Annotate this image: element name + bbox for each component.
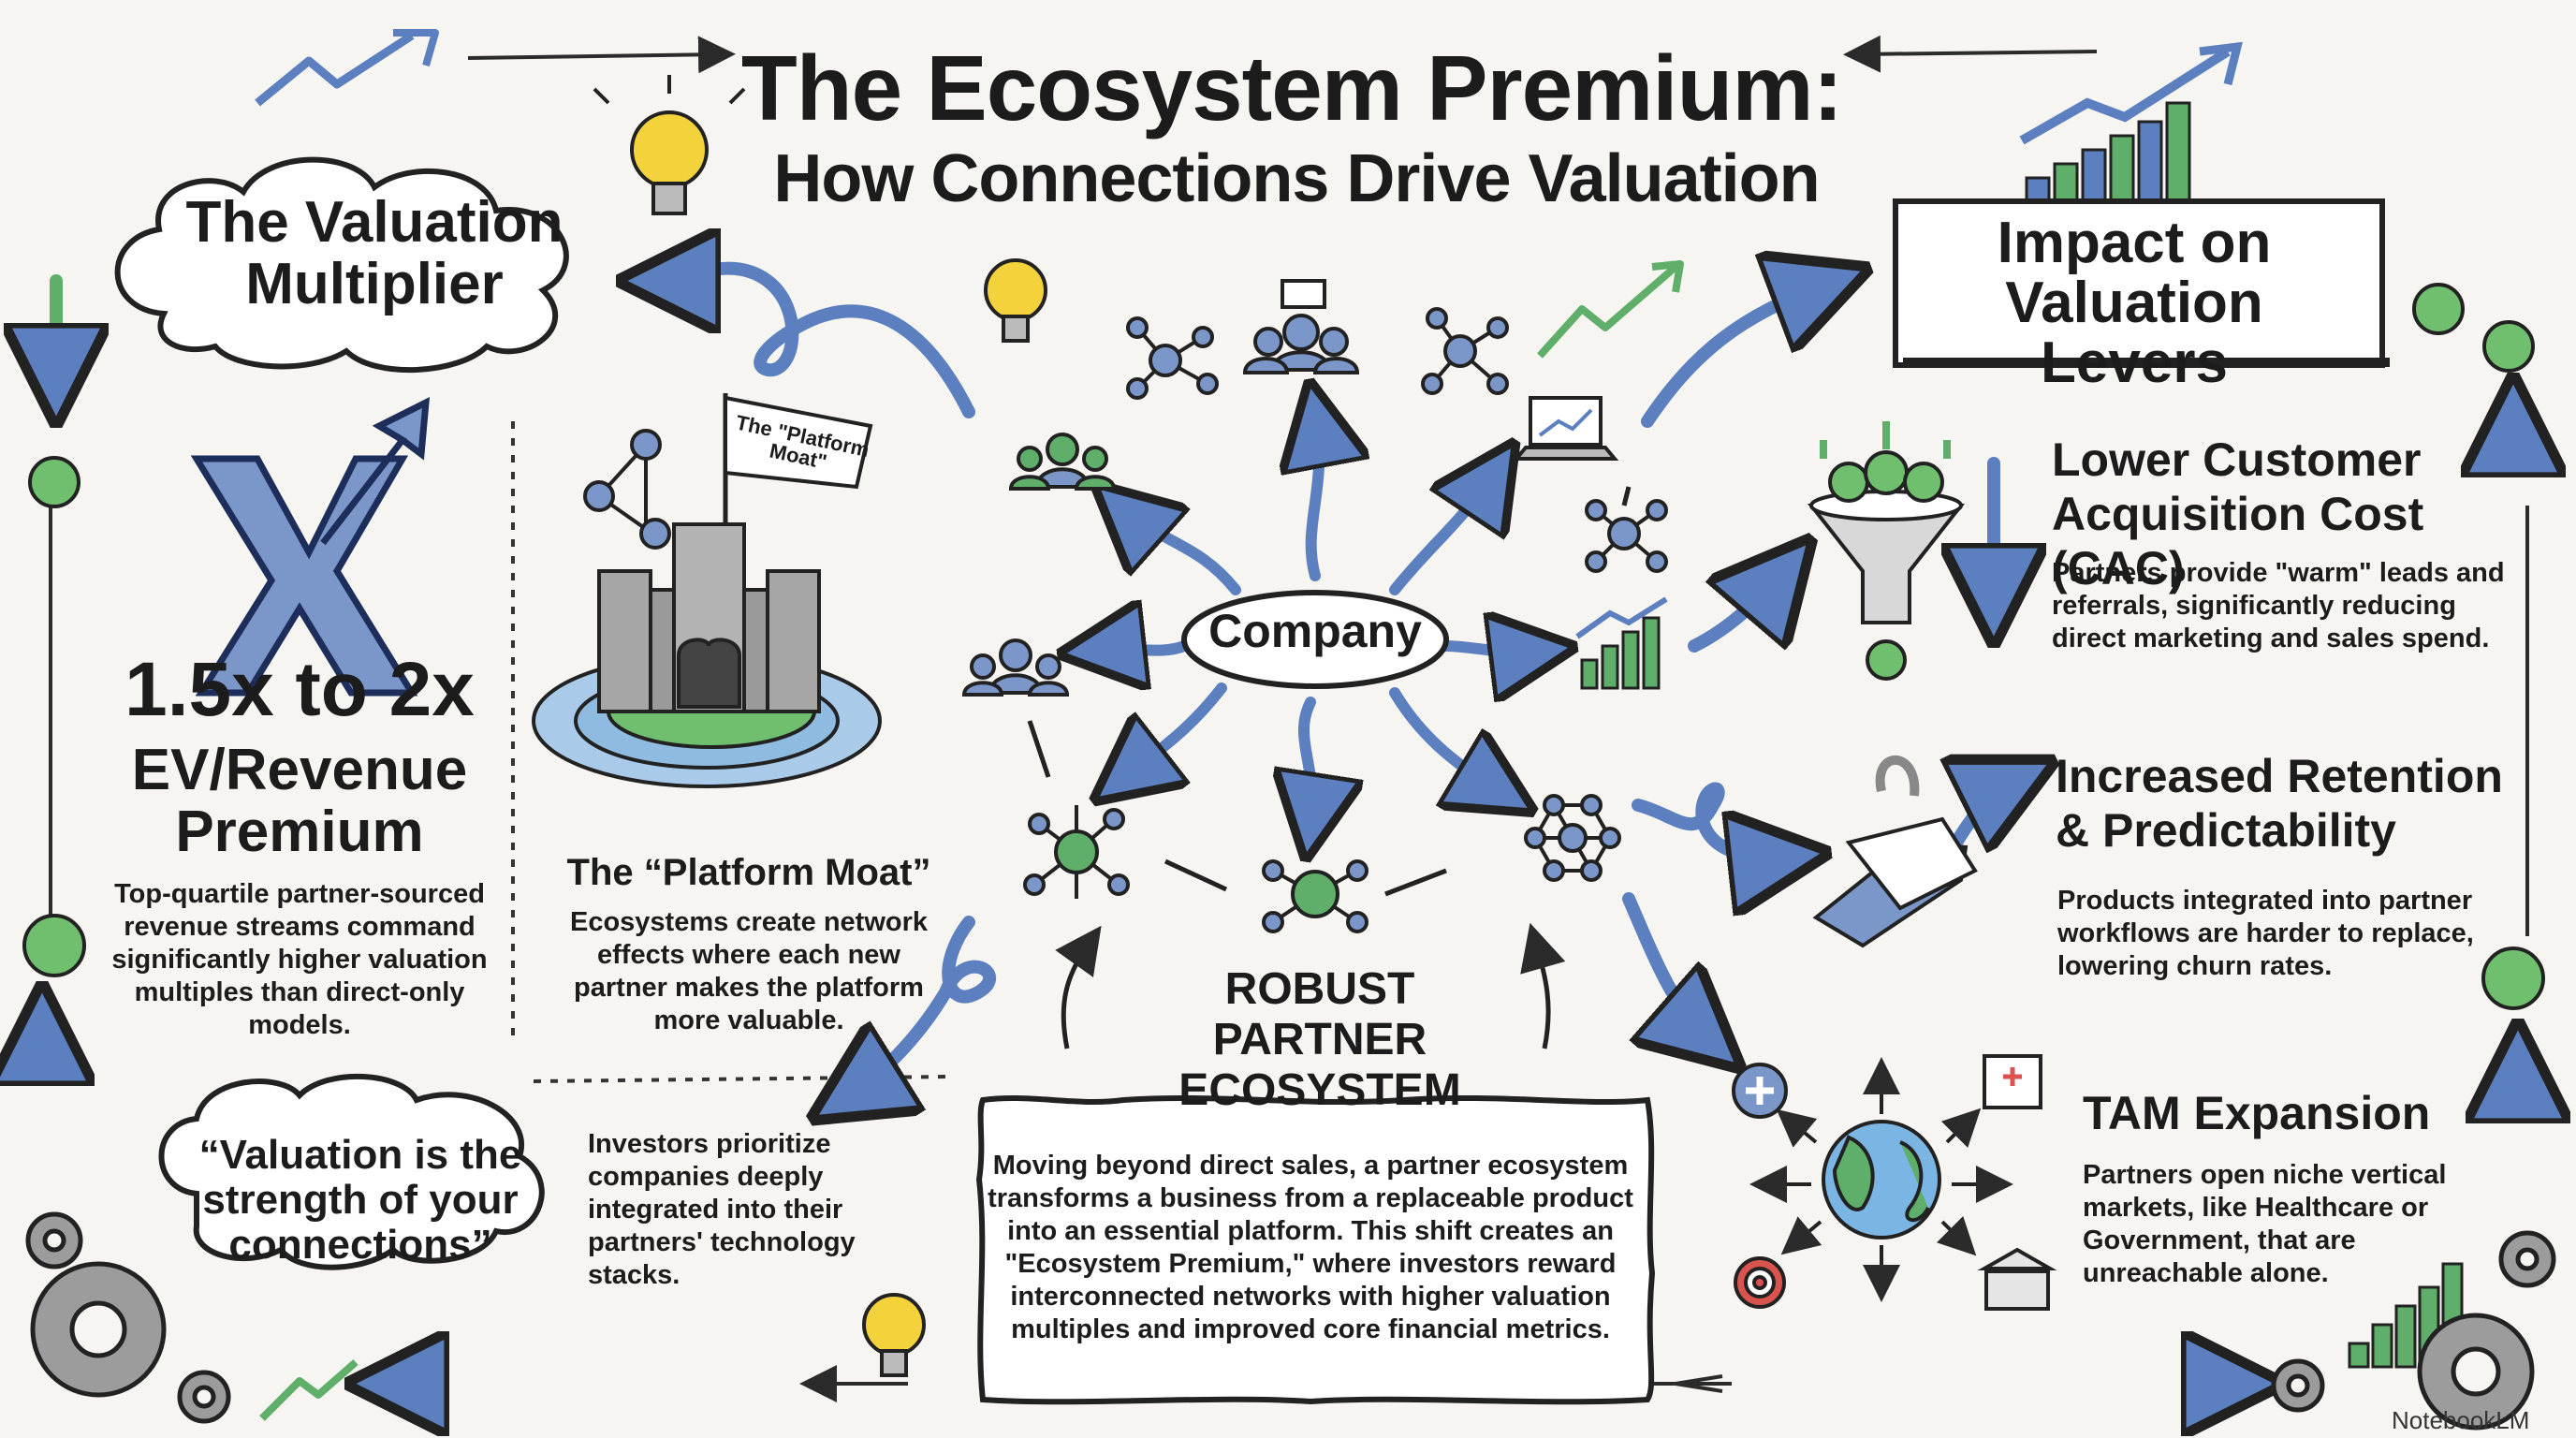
target-icon — [1734, 1256, 1786, 1309]
summary-text: Moving beyond direct sales, a partner ec… — [988, 1151, 1633, 1344]
lever-description-retention: Products integrated into partner workflo… — [2057, 886, 2474, 981]
lever-description-tam: Partners open niche vertical markets, li… — [2083, 1160, 2447, 1288]
lightbulb-icon — [593, 75, 746, 215]
dollar-coin-icon — [22, 283, 2545, 1010]
multiplier-x-icon — [190, 397, 431, 697]
network-node-green-icon — [1023, 805, 1130, 899]
company-hub-node — [1181, 590, 1449, 689]
laptop-icon — [1512, 396, 1619, 461]
government-building-icon — [1977, 1247, 2057, 1311]
lever-heading-cac: Lower Customer Acquisition Cost (CAC) — [2052, 433, 2424, 594]
network-node-icon — [583, 429, 671, 550]
growth-chart-icon — [1575, 596, 1668, 690]
valuation-multiplier-label: The Valuation Multiplier — [185, 190, 564, 316]
lever-description-cac: Partners provide "warm" leads and referr… — [2052, 558, 2505, 653]
page-subtitle: How Connections Drive Valuation — [773, 141, 1820, 216]
summary-box-shape — [975, 1094, 1656, 1405]
network-node-green-icon — [1262, 859, 1368, 933]
network-mesh-icon — [1524, 794, 1621, 882]
network-node-icon — [1585, 499, 1668, 573]
moat-description: Ecosystems create network effects where … — [569, 907, 929, 1035]
trend-arrow-icon — [255, 29, 439, 107]
globe-icon — [1822, 1120, 1941, 1240]
healthcare-icon — [1732, 1063, 1788, 1119]
company-label: Company — [1208, 605, 1422, 657]
lightbulb-icon — [862, 1293, 926, 1377]
premium-range: 1.5x to 2x — [124, 647, 475, 732]
dashed-divider — [511, 421, 951, 1083]
gear-icon — [25, 1211, 231, 1424]
globe-arrows — [1749, 1057, 2013, 1302]
impact-box-shadow — [1903, 358, 2390, 367]
team-icon — [1008, 433, 1117, 491]
premium-metric: EV/Revenue Premium — [131, 738, 468, 864]
network-node-icon — [1126, 316, 1219, 400]
handshake-icon — [1812, 755, 1978, 948]
page-title: The Ecosystem Premium: — [740, 37, 1843, 139]
brand-label: NotebookLM — [2392, 1406, 2530, 1434]
moat-heading: The “Platform Moat” — [566, 852, 931, 893]
lever-heading-retention: Increased Retention & Predictability — [2056, 750, 2503, 857]
investors-note: Investors prioritize companies deeply in… — [588, 1129, 856, 1290]
network-node-icon — [1421, 307, 1509, 395]
impact-box-shape — [1893, 198, 2385, 368]
valuation-cloud-shape — [114, 156, 569, 374]
ecosystem-caption: ROBUST PARTNER ECOSYSTEM — [1178, 964, 1461, 1115]
lightbulb-icon — [984, 258, 1047, 343]
quote-cloud-shape — [158, 1073, 545, 1270]
team-icon — [1242, 279, 1360, 374]
hospital-icon — [1983, 1054, 2042, 1109]
team-icon — [961, 638, 1070, 697]
multiplier-description: Top-quartile partner-sourced revenue str… — [111, 879, 488, 1040]
double-arrow — [1027, 486, 1632, 1049]
impact-label: Impact on Valuation Levers — [1997, 211, 2272, 395]
quote-text: “Valuation is the strength of your conne… — [198, 1132, 522, 1268]
trend-arrow-green-icon — [259, 260, 1684, 1421]
gear-icon — [2271, 1230, 2556, 1431]
lever-heading-tam: TAM Expansion — [2083, 1087, 2431, 1139]
castle-icon — [532, 393, 882, 788]
hub-connections — [1090, 412, 1544, 829]
funnel-icon — [1807, 421, 1966, 681]
flow-arrow — [42, 269, 2518, 1384]
